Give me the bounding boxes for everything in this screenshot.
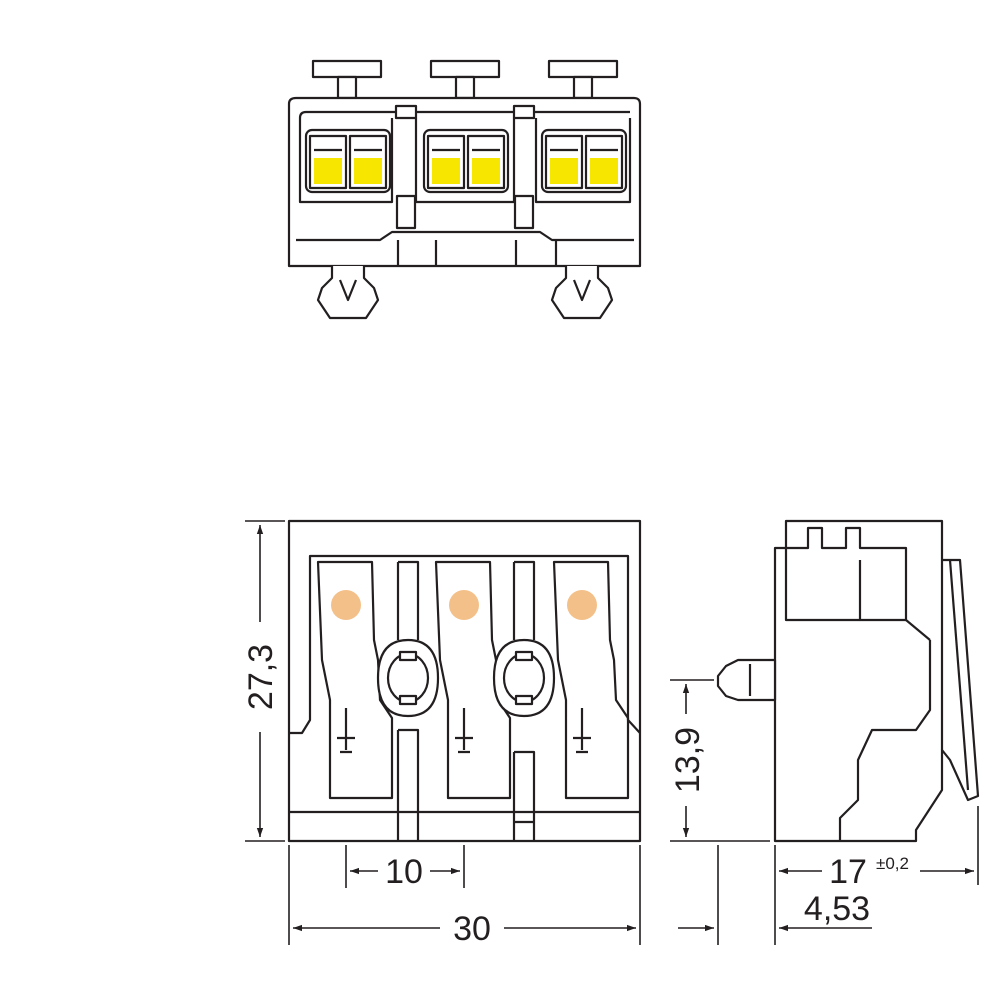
dimension-depth: 17 ±0,2 (774, 806, 979, 945)
push-button (354, 158, 382, 184)
contact-pin (716, 658, 777, 702)
wire-entry-pair-1 (304, 128, 392, 194)
dimension-label: 17 (829, 853, 867, 891)
push-button (550, 158, 578, 184)
led-indicator (331, 590, 361, 620)
led-indicator (449, 590, 479, 620)
push-button (590, 158, 618, 184)
housing-front (287, 519, 642, 843)
dimension-pin-offset: 4,53 (678, 845, 872, 945)
push-button (314, 158, 342, 184)
dimension-label: 13,9 (669, 727, 707, 793)
dimension-label: 4,53 (804, 890, 870, 928)
wire-entry-pair-2 (422, 128, 510, 194)
mounting-hole-2 (492, 560, 556, 841)
dimension-pin-height: 13,9 (669, 679, 770, 842)
dimension-height: 27,3 (242, 520, 285, 842)
dimension-label: 10 (385, 853, 423, 891)
side-view: 13,9 17 ±0,2 4,53 (669, 519, 980, 945)
push-button (472, 158, 500, 184)
top-view (287, 59, 642, 320)
mounting-clip (316, 266, 380, 320)
led-indicator (567, 590, 597, 620)
mounting-hole-1 (376, 560, 440, 841)
dimension-pitch: 10 (345, 845, 465, 891)
mounting-clip (550, 266, 614, 320)
dimension-label: 27,3 (242, 644, 280, 710)
dimension-width: 30 (288, 845, 641, 948)
dimension-label: 30 (453, 910, 491, 948)
push-button (432, 158, 460, 184)
lever (429, 59, 501, 100)
terminal-3 (552, 560, 630, 800)
lever (547, 59, 619, 100)
housing-side (773, 519, 980, 843)
wire-entry-pair-3 (540, 128, 628, 194)
tolerance-label: ±0,2 (876, 854, 909, 873)
lever (311, 59, 383, 100)
terminal-1 (316, 560, 394, 800)
terminal-2 (434, 560, 512, 800)
front-view: 27,3 10 30 (242, 519, 642, 948)
